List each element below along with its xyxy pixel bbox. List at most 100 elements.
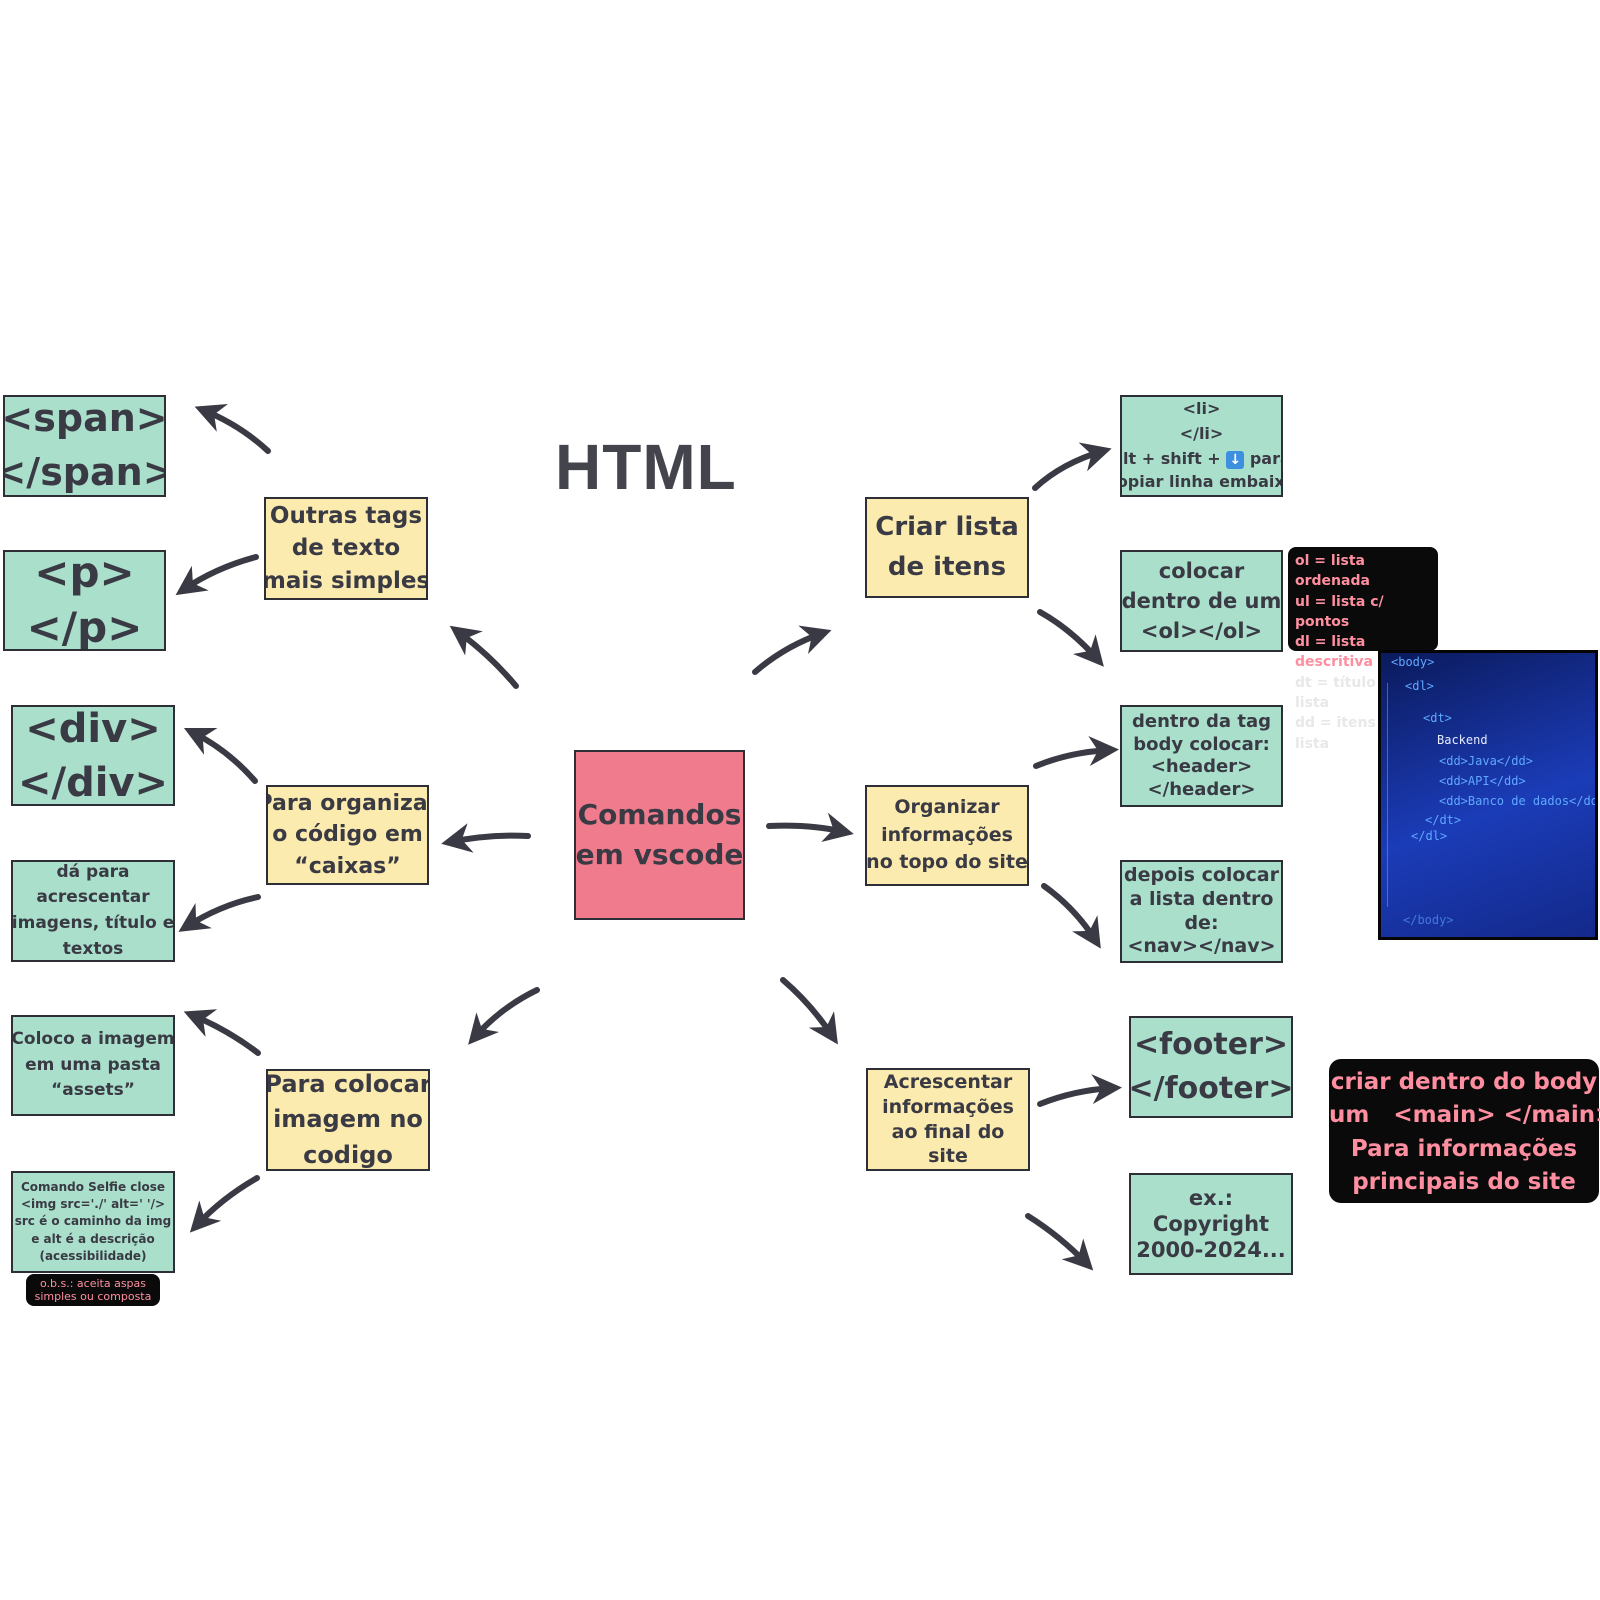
- note-line: <ol></ol>: [1140, 619, 1263, 644]
- arrow-to-footer: [1037, 1074, 1122, 1107]
- arrow-to-image: [468, 987, 540, 1045]
- arrow-to-header: [1033, 736, 1119, 769]
- arrow-to-nav: [1041, 883, 1101, 949]
- note-line: de:: [1184, 911, 1219, 934]
- arrow-to-top: [766, 812, 854, 842]
- note-line: de itens: [887, 551, 1007, 582]
- note-line: src é o caminho da img: [14, 1214, 172, 1229]
- arrow-to-assets: [183, 1009, 261, 1056]
- arrow-to-li: [1032, 442, 1112, 491]
- arrow-to-ol: [1037, 609, 1104, 667]
- note-line: (acessibilidade): [39, 1249, 147, 1264]
- note-line: <nav></nav>: [1127, 935, 1276, 958]
- note-line: body colocar:: [1133, 733, 1270, 755]
- img-command-note: Comando Selfie close <img src='./' alt='…: [11, 1171, 175, 1273]
- legend-line: ul = lista c/ pontos: [1295, 593, 1384, 630]
- bottom-note: Acrescentar informações ao final do site: [866, 1068, 1030, 1171]
- note-line: </li>: [1179, 424, 1224, 444]
- note-line: o.b.s.: aceita aspas: [39, 1277, 147, 1290]
- div-info-note: dá para acrescentar imagens, título e te…: [11, 860, 175, 962]
- note-line: </header>: [1147, 778, 1256, 800]
- legend-line: ol = lista ordenada: [1295, 553, 1370, 590]
- diagram-title: HTML: [555, 431, 737, 503]
- note-line: Criar lista: [875, 511, 1019, 542]
- note-line: site: [928, 1145, 968, 1168]
- note-line: alt + shift + ↓ para: [1122, 449, 1281, 470]
- note-line: simples ou composta: [34, 1290, 152, 1304]
- note-line: no topo do site: [866, 851, 1028, 874]
- note-line: depois colocar: [1124, 864, 1279, 886]
- top-note: Organizar informações no topo do site: [865, 785, 1029, 886]
- note-line: dentro de um: [1121, 588, 1282, 613]
- note-line: colocar: [1158, 558, 1245, 583]
- text-tags-note: Outras tags de texto mais simples: [264, 497, 428, 600]
- div-note: <div> </div>: [11, 705, 175, 806]
- center-label-line: Comandos: [577, 797, 742, 831]
- arrow-to-boxes: [441, 823, 531, 853]
- note-line: copiar linha embaixo: [1122, 471, 1281, 491]
- code-guide-line: [1387, 683, 1388, 907]
- header-note: dentro da tag body colocar: <header> </h…: [1120, 705, 1283, 807]
- nav-note: depois colocar a lista dentro de: <nav><…: [1120, 860, 1283, 963]
- note-line: Acrescentar: [883, 1071, 1013, 1094]
- note-line: Para colocar: [266, 1069, 430, 1098]
- span-note: <span> </span>: [3, 395, 166, 497]
- list-legend-note: ol = lista ordenada ul = lista c/ pontos…: [1288, 547, 1438, 752]
- arrow-to-copyright: [1025, 1213, 1094, 1271]
- ol-note: colocar dentro de um <ol></ol>: [1120, 550, 1283, 652]
- note-line: Organizar: [894, 795, 1000, 818]
- note-line: dá para: [56, 861, 130, 882]
- note-line: Para informações: [1350, 1135, 1578, 1162]
- arrow-to-text-tags: [449, 625, 519, 689]
- legend-line: dd = itens da lista: [1295, 715, 1401, 752]
- note-line: acrescentar: [36, 887, 150, 908]
- note-line: criar dentro do body: [1330, 1069, 1598, 1095]
- code-line: <dl>: [1405, 679, 1434, 693]
- image-note: Para colocar imagem no codigo: [266, 1069, 430, 1171]
- note-line: “caixas”: [294, 853, 401, 879]
- note-line: Coloco a imagem: [11, 1029, 175, 1050]
- note-line: 2000-2024...: [1136, 1238, 1286, 1263]
- note-line: dentro da tag: [1132, 711, 1271, 732]
- note-line: </p>: [26, 602, 143, 651]
- code-line: </dt>: [1425, 813, 1462, 827]
- arrow-to-list: [752, 625, 832, 675]
- center-label-line: em vscode: [575, 838, 744, 871]
- list-note: Criar lista de itens: [865, 497, 1029, 598]
- note-line: em uma pasta: [25, 1054, 161, 1075]
- note-line: Para organizar: [268, 791, 429, 817]
- note-line: ex.:: [1188, 1185, 1234, 1210]
- note-line: informações: [882, 1095, 1014, 1118]
- note-line: mais simples: [264, 567, 428, 594]
- code-line: <dd>API</dd>: [1439, 774, 1526, 788]
- legend-line: dl = lista descritiva: [1295, 634, 1373, 671]
- code-line: </dl>: [1411, 829, 1448, 843]
- code-line: <dd>Java</dd>: [1439, 754, 1533, 768]
- note-line: <header>: [1150, 756, 1253, 777]
- arrow-to-p: [175, 554, 259, 596]
- note-line: Comando Selfie close: [20, 1179, 166, 1194]
- note-line: informações: [881, 823, 1013, 846]
- shortcut-text: para: [1249, 449, 1281, 468]
- note-line: ao final do: [891, 1120, 1005, 1143]
- arrow-to-div: [183, 727, 258, 784]
- code-line: <dd>Banco de dados</dd>: [1439, 794, 1598, 808]
- arrow-to-div-info: [178, 894, 261, 932]
- legend-line: dt = título da lista: [1295, 674, 1401, 712]
- arrow-to-bottom: [780, 977, 838, 1045]
- note-line: </footer>: [1129, 1071, 1293, 1106]
- note-line: </span>: [3, 450, 166, 494]
- note-line: <footer>: [1133, 1026, 1289, 1062]
- note-line: Outras tags: [269, 502, 423, 529]
- note-line: <p>: [34, 550, 135, 598]
- note-line: um <main> </main>: [1329, 1102, 1600, 1129]
- code-line: Backend: [1437, 733, 1488, 747]
- note-line: imagem no: [273, 1105, 423, 1134]
- arrow-to-img-note: [189, 1175, 260, 1233]
- assets-note: Coloco a imagem em uma pasta “assets”: [11, 1015, 175, 1116]
- note-line: </div>: [17, 759, 169, 806]
- p-note: <p> </p>: [3, 550, 166, 651]
- note-line: imagens, título e: [11, 913, 175, 933]
- note-line: textos: [62, 938, 124, 959]
